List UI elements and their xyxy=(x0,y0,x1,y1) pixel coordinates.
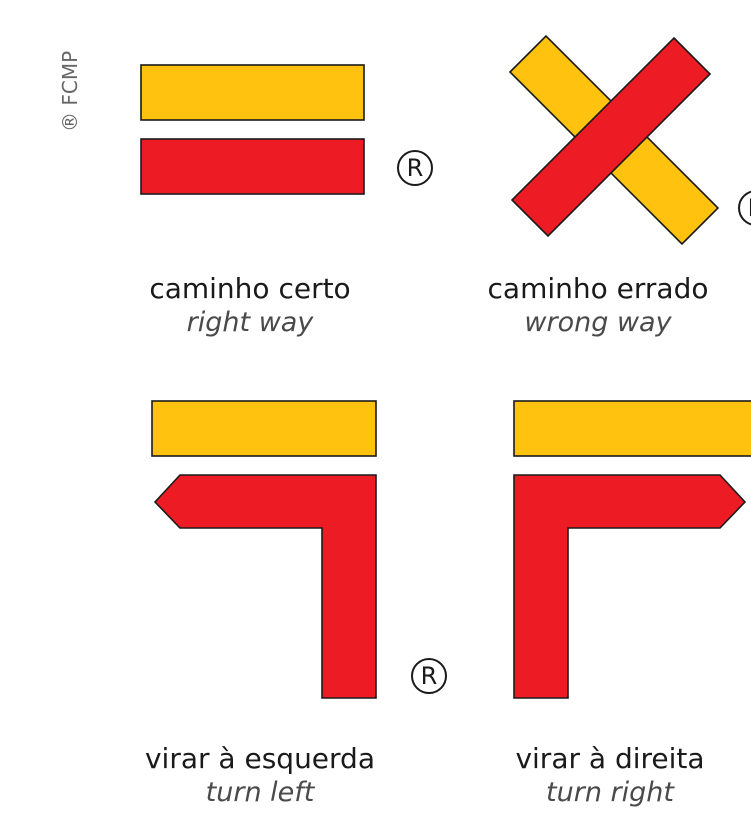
caption-wrong-way-pt: caminho errado xyxy=(487,272,709,305)
registered-mark-1: R xyxy=(397,150,433,186)
caption-wrong-way-en: wrong way xyxy=(524,307,672,338)
caption-right-way: caminho certo right way xyxy=(140,272,360,340)
wrong-way-red-bar xyxy=(510,36,712,238)
caption-wrong-way: caminho errado wrong way xyxy=(473,272,723,340)
caption-turn-left-pt: virar à esquerda xyxy=(144,742,375,775)
right-way-yellow-bar xyxy=(140,64,365,121)
turn-left-yellow-bar xyxy=(151,400,377,457)
registered-mark-3: R xyxy=(411,658,447,694)
caption-turn-right-en: turn right xyxy=(546,777,674,808)
right-way-red-bar xyxy=(140,138,365,195)
caption-turn-left-en: turn left xyxy=(205,777,315,808)
caption-turn-left: virar à esquerda turn left xyxy=(110,742,410,810)
caption-right-way-pt: caminho certo xyxy=(149,272,351,305)
caption-turn-right: virar à direita turn right xyxy=(475,742,745,810)
turn-right-red-arrow xyxy=(513,474,747,699)
turn-left-red-arrow xyxy=(153,474,377,699)
caption-right-way-en: right way xyxy=(186,307,314,338)
turn-right-yellow-bar xyxy=(513,400,751,457)
caption-turn-right-pt: virar à direita xyxy=(515,742,705,775)
